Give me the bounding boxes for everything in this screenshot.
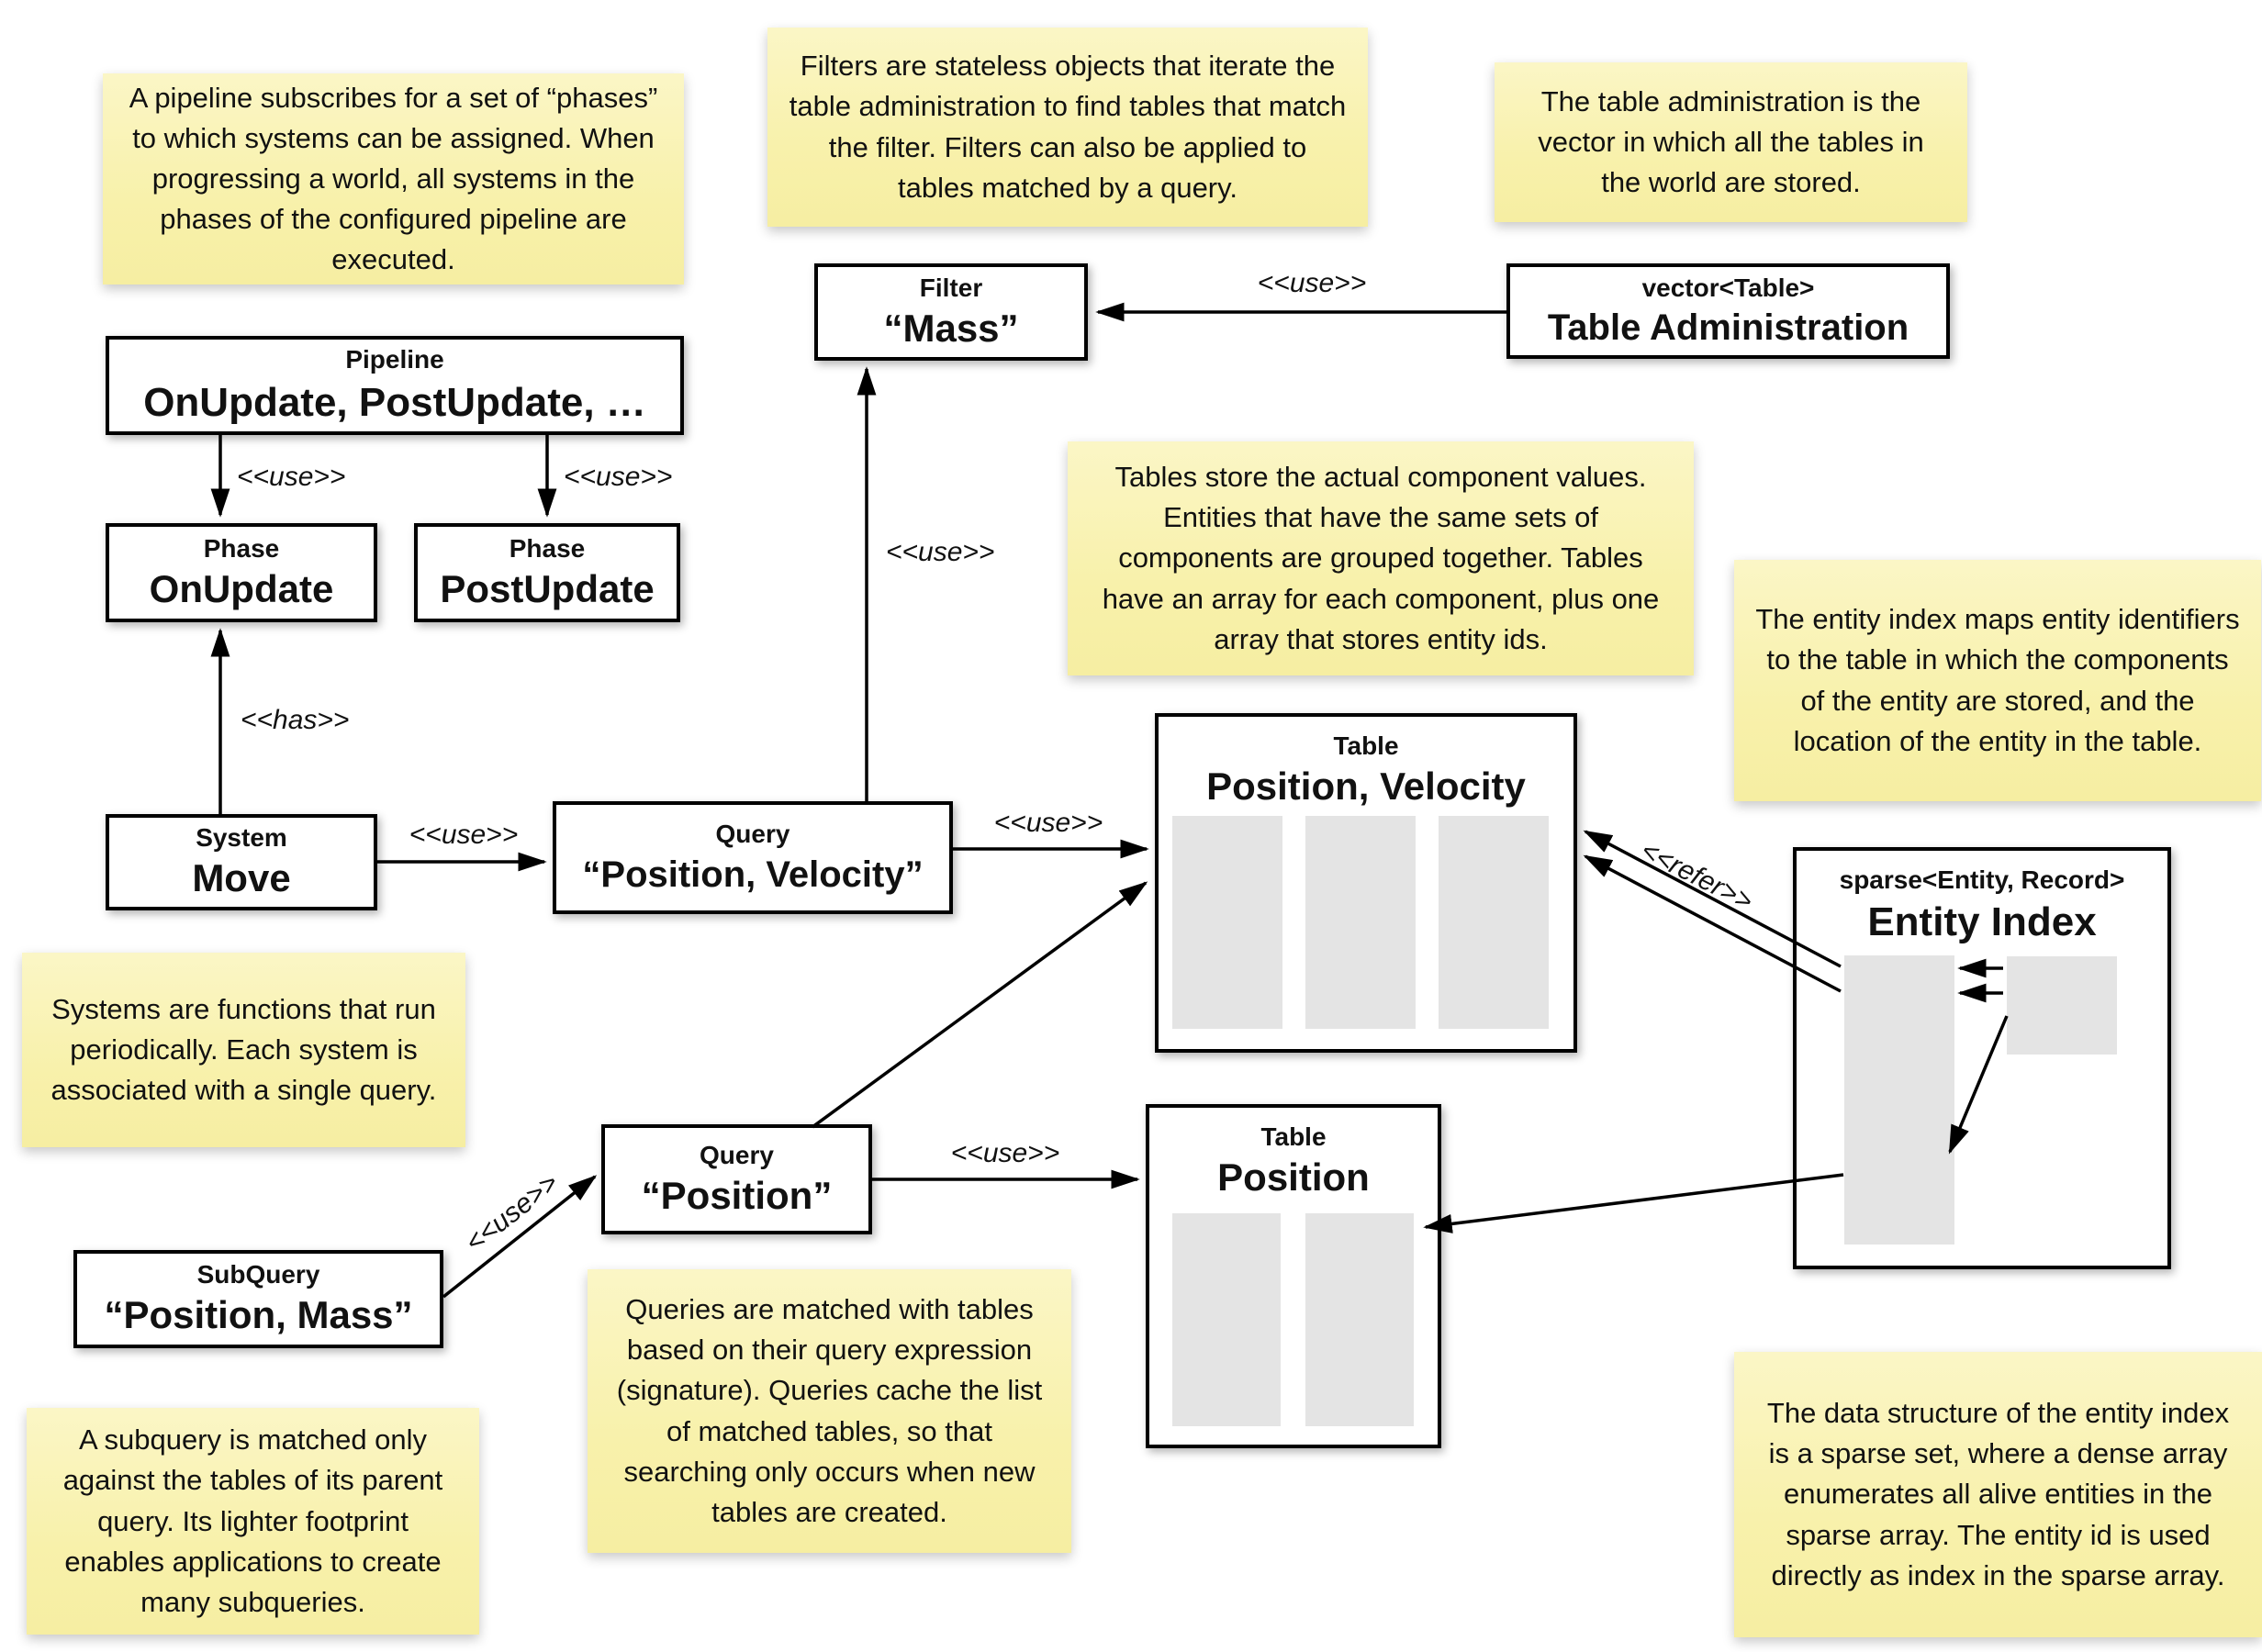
note-filters: Filters are stateless objects that itera…: [767, 28, 1368, 227]
box-filter-mass-name: “Mass”: [883, 306, 1019, 350]
component-array: [1172, 1213, 1281, 1426]
edge-label-use-pipeline-onupdate: <<use>>: [237, 462, 346, 492]
box-table-administration-name: Table Administration: [1547, 307, 1909, 349]
edge-label-use-query-filter: <<use>>: [886, 537, 995, 567]
edge-label-use-system-query: <<use>>: [409, 820, 519, 850]
note-table-administration-text: The table administration is the vector i…: [1538, 84, 1924, 198]
box-system-move-type: System: [196, 823, 287, 853]
box-query-position-velocity-name: “Position, Velocity”: [582, 854, 924, 895]
box-entity-index: sparse<Entity, Record> Entity Index: [1793, 847, 2171, 1269]
box-phase-postupdate-name: PostUpdate: [440, 566, 655, 610]
edge-label-refer-entityindex-table: <<refer>>: [1636, 834, 1758, 918]
box-pipeline-type: Pipeline: [345, 345, 444, 374]
edge-label-use-pipeline-postupdate: <<use>>: [564, 462, 673, 492]
box-system-move-name: Move: [192, 856, 291, 900]
note-entity-index: The entity index maps entity identifiers…: [1734, 560, 2261, 801]
box-query-position-velocity-type: Query: [715, 820, 790, 849]
component-array: [1305, 816, 1416, 1029]
note-pipeline-text: A pipeline subscribes for a set of “phas…: [129, 81, 658, 276]
note-entity-index-structure-text: The data structure of the entity index i…: [1766, 1397, 2230, 1591]
box-subquery-type: SubQuery: [196, 1260, 320, 1289]
note-queries-text: Queries are matched with tables based on…: [616, 1293, 1043, 1528]
note-subquery-text: A subquery is matched only against the t…: [62, 1423, 443, 1618]
edge-label-use-subquery-query: <<use>>: [459, 1167, 565, 1259]
component-array: [1439, 816, 1549, 1029]
edge-label-use-tableadmin-filter: <<use>>: [1257, 268, 1367, 298]
box-entity-index-name: Entity Index: [1867, 899, 2097, 945]
note-table-administration: The table administration is the vector i…: [1495, 62, 1967, 222]
box-pipeline: Pipeline OnUpdate, PostUpdate, …: [106, 336, 684, 435]
edge-label-use-query-tablep: <<use>>: [950, 1138, 1060, 1168]
box-query-position-velocity: Query “Position, Velocity”: [553, 801, 953, 914]
box-system-move: System Move: [106, 814, 377, 910]
note-systems: Systems are functions that run periodica…: [22, 953, 465, 1147]
note-filters-text: Filters are stateless objects that itera…: [789, 50, 1347, 204]
component-array: [1305, 1213, 1414, 1426]
arrow-entityindex-to-tablep: [1423, 1173, 1844, 1233]
box-table-administration-type: vector<Table>: [1641, 273, 1815, 302]
box-table-position-velocity: Table Position, Velocity: [1155, 713, 1577, 1053]
arrow-queryp-to-tablepv: [811, 881, 1148, 1129]
note-subquery: A subquery is matched only against the t…: [27, 1408, 479, 1635]
box-filter-mass: Filter “Mass”: [814, 263, 1088, 361]
box-phase-onupdate-type: Phase: [203, 533, 280, 563]
box-table-position: Table Position: [1146, 1104, 1441, 1448]
note-entity-index-structure: The data structure of the entity index i…: [1734, 1352, 2262, 1637]
box-phase-postupdate-type: Phase: [509, 533, 586, 563]
box-phase-onupdate-name: OnUpdate: [149, 566, 334, 610]
box-table-position-velocity-name: Position, Velocity: [1206, 765, 1526, 809]
box-table-position-velocity-type: Table: [1333, 731, 1399, 760]
sparse-array: [1844, 955, 1954, 1245]
box-phase-onupdate: Phase OnUpdate: [106, 523, 377, 622]
note-systems-text: Systems are functions that run periodica…: [50, 992, 437, 1106]
box-filter-mass-type: Filter: [919, 273, 983, 302]
note-tables: Tables store the actual component values…: [1068, 441, 1694, 675]
box-subquery-name: “Position, Mass”: [104, 1293, 413, 1337]
box-table-position-name: Position: [1217, 1155, 1370, 1200]
note-tables-text: Tables store the actual component values…: [1102, 461, 1660, 655]
box-table-administration: vector<Table> Table Administration: [1506, 263, 1950, 359]
box-subquery: SubQuery “Position, Mass”: [73, 1250, 443, 1348]
box-query-position: Query “Position”: [601, 1124, 872, 1234]
component-array: [1172, 816, 1282, 1029]
note-entity-index-text: The entity index maps entity identifiers…: [1755, 603, 2240, 757]
box-phase-postupdate: Phase PostUpdate: [414, 523, 680, 622]
box-query-position-name: “Position”: [641, 1173, 833, 1217]
box-table-position-type: Table: [1260, 1122, 1327, 1151]
note-queries: Queries are matched with tables based on…: [588, 1269, 1071, 1553]
box-pipeline-name: OnUpdate, PostUpdate, …: [143, 379, 646, 425]
box-entity-index-type: sparse<Entity, Record>: [1839, 865, 2125, 894]
dense-array: [2007, 956, 2117, 1055]
note-pipeline: A pipeline subscribes for a set of “phas…: [103, 73, 684, 285]
edge-label-use-query-tablepv: <<use>>: [993, 808, 1103, 838]
edge-label-has-system-phase: <<has>>: [241, 705, 350, 735]
box-query-position-type: Query: [700, 1140, 774, 1169]
